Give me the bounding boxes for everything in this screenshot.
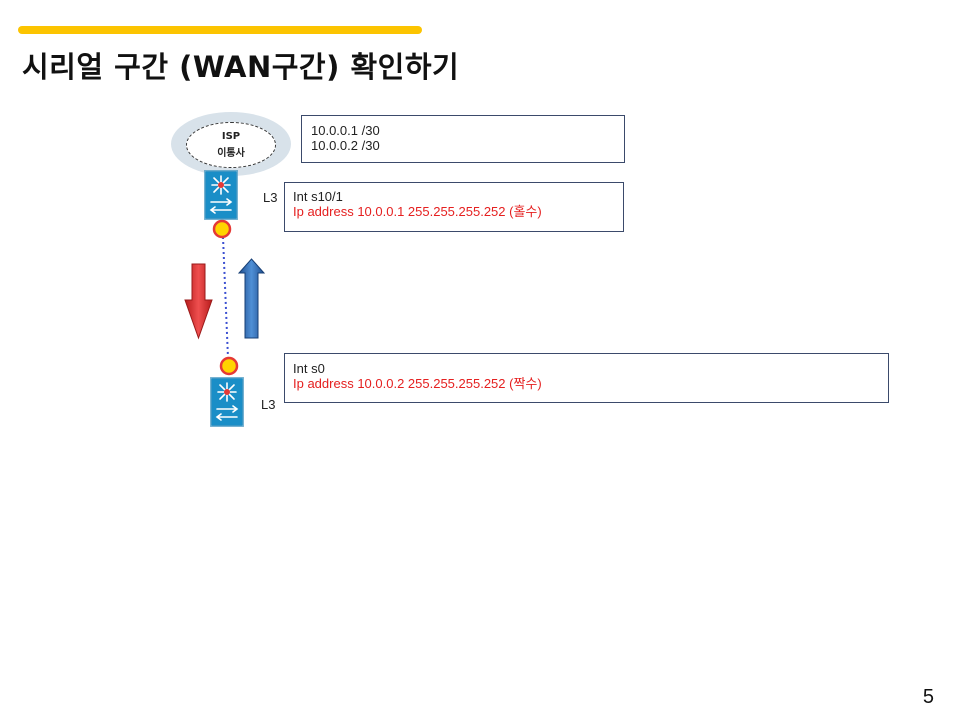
arrow-up-icon [237, 258, 266, 339]
bottom-router-config-box: Int s0 Ip address 10.0.0.2 255.255.255.2… [284, 353, 889, 403]
arrow-down-icon [184, 263, 213, 340]
bottom-link-endpoint [219, 356, 239, 376]
title-accent-bar [18, 26, 422, 34]
isp-cloud-label: ISP 이통사 [186, 122, 276, 168]
page-title: 시리얼 구간 (WAN구간) 확인하기 [22, 50, 460, 84]
top-router-ip: Ip address 10.0.0.1 255.255.255.252 (홀수) [293, 204, 542, 219]
top-router-interface: Int s10/1 [293, 189, 343, 204]
top-link-endpoint [212, 219, 232, 239]
isp-address-line1: 10.0.0.1 /30 [311, 123, 380, 138]
isp-cloud-line2: 이통사 [217, 148, 245, 159]
bottom-router-ip: Ip address 10.0.0.2 255.255.255.252 (짝수) [293, 376, 542, 391]
page-number: 5 [922, 686, 934, 708]
layer3-switch-icon [204, 170, 238, 220]
isp-cloud-line1: ISP [221, 131, 241, 142]
top-router-config-box: Int s10/1 Ip address 10.0.0.1 255.255.25… [284, 182, 624, 232]
bottom-router-l3-label: L3 [261, 397, 276, 412]
layer3-switch-icon [210, 377, 244, 427]
isp-address-line2: 10.0.0.2 /30 [311, 138, 380, 153]
serial-link-line [222, 236, 229, 359]
bottom-router-interface: Int s0 [293, 361, 325, 376]
isp-address-box: 10.0.0.1 /30 10.0.0.2 /30 [301, 115, 625, 163]
top-router-l3-label: L3 [263, 190, 278, 205]
